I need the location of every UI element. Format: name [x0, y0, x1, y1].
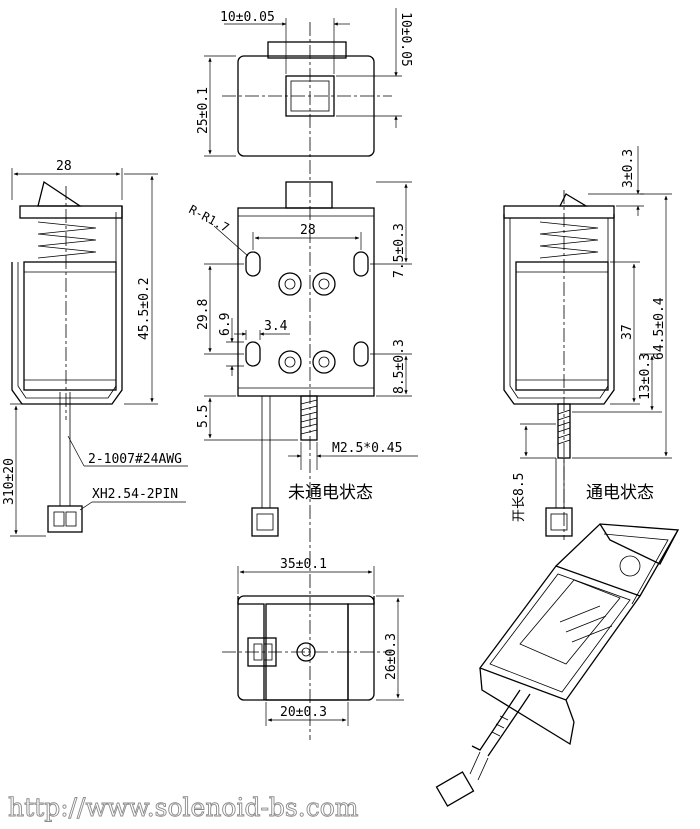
isometric-view [435, 523, 680, 807]
dim-top-gap: 3±0.3 [621, 149, 636, 188]
dim-pin-stub: 5.5 [196, 405, 211, 428]
bottom-view: 35±0.1 26±0.3 20±0.3 [222, 557, 404, 726]
top-view: 10±0.05 10±0.05 25±0.1 [196, 8, 413, 157]
dim-body-height: 37 [620, 324, 635, 340]
hole-radius-label: R-R1.7 [187, 202, 232, 235]
dim-height-45: 45.5±0.2 [137, 277, 152, 340]
dim-lower-offset: 13±0.3 [638, 353, 653, 400]
dim-slot-length: 6.9 [218, 313, 233, 336]
dim-width-28: 28 [56, 159, 72, 174]
dim-top-offset: 7.5±0.3 [392, 223, 407, 278]
dim-plunger-height: 10±0.05 [398, 12, 413, 67]
wire-spec-label: 2-1007#24AWG [88, 452, 182, 467]
state-unpowered-label: 未通电状态 [288, 483, 373, 503]
right-view: 3±0.3 37 64.5±0.4 13±0.3 开长8.5 通电状态 [503, 146, 672, 540]
dim-total-height: 64.5±0.4 [652, 297, 667, 360]
front-view: R-R1.7 28 7.5±0.3 8.5±0.3 29.8 6.9 3.4 [187, 181, 418, 537]
dim-body-depth: 25±0.1 [196, 87, 211, 134]
stroke-label: 开长8.5 [512, 473, 527, 522]
dim-plunger-width: 10±0.05 [220, 10, 275, 25]
dim-lead-length: 310±20 [2, 458, 17, 505]
website-watermark: http://www.solenoid-bs.com [8, 793, 359, 822]
thread-label: M2.5*0.45 [332, 441, 402, 456]
dim-hole-vertical: 29.8 [196, 299, 211, 330]
dim-bottom-offset: 8.5±0.3 [392, 339, 407, 394]
connector-spec-label: XH2.54-2PIN [92, 487, 178, 502]
dim-slot-width: 3.4 [264, 319, 288, 334]
dim-inner-width: 20±0.3 [280, 705, 327, 720]
dim-bottom-width: 35±0.1 [280, 557, 327, 572]
state-powered-label: 通电状态 [586, 483, 654, 503]
dim-bottom-depth: 26±0.3 [384, 633, 399, 680]
left-view: 28 45.5±0.2 310±20 2-1007#24AWG XH2.54-2… [2, 159, 188, 537]
dim-hole-spacing: 28 [300, 223, 316, 238]
